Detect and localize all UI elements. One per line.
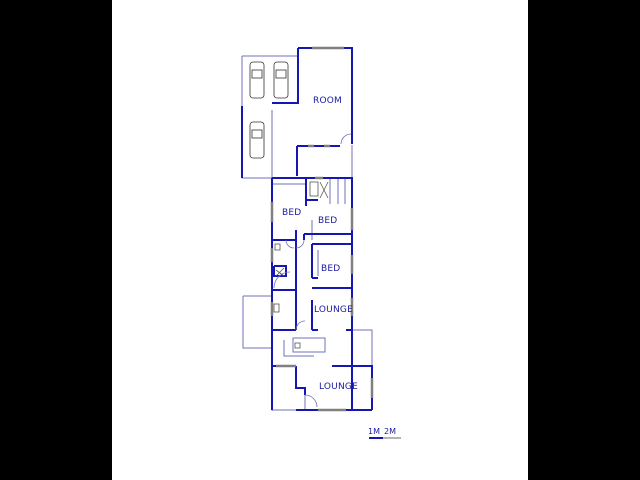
room-label-bed-1: BED — [282, 208, 302, 218]
room-label-bed-2: BED — [318, 216, 338, 226]
room-label-bed-3: BED — [321, 264, 341, 274]
car-icons — [249, 61, 289, 159]
room-label-lounge-1: LOUNGE — [314, 305, 353, 315]
scale-label-1m: 1M — [368, 427, 380, 436]
scale-label-2m: 2M — [384, 427, 396, 436]
room-label-lounge-2: LOUNGE — [319, 382, 358, 392]
room-label-room: ROOM — [313, 96, 342, 106]
floor-plan-canvas — [112, 0, 528, 480]
